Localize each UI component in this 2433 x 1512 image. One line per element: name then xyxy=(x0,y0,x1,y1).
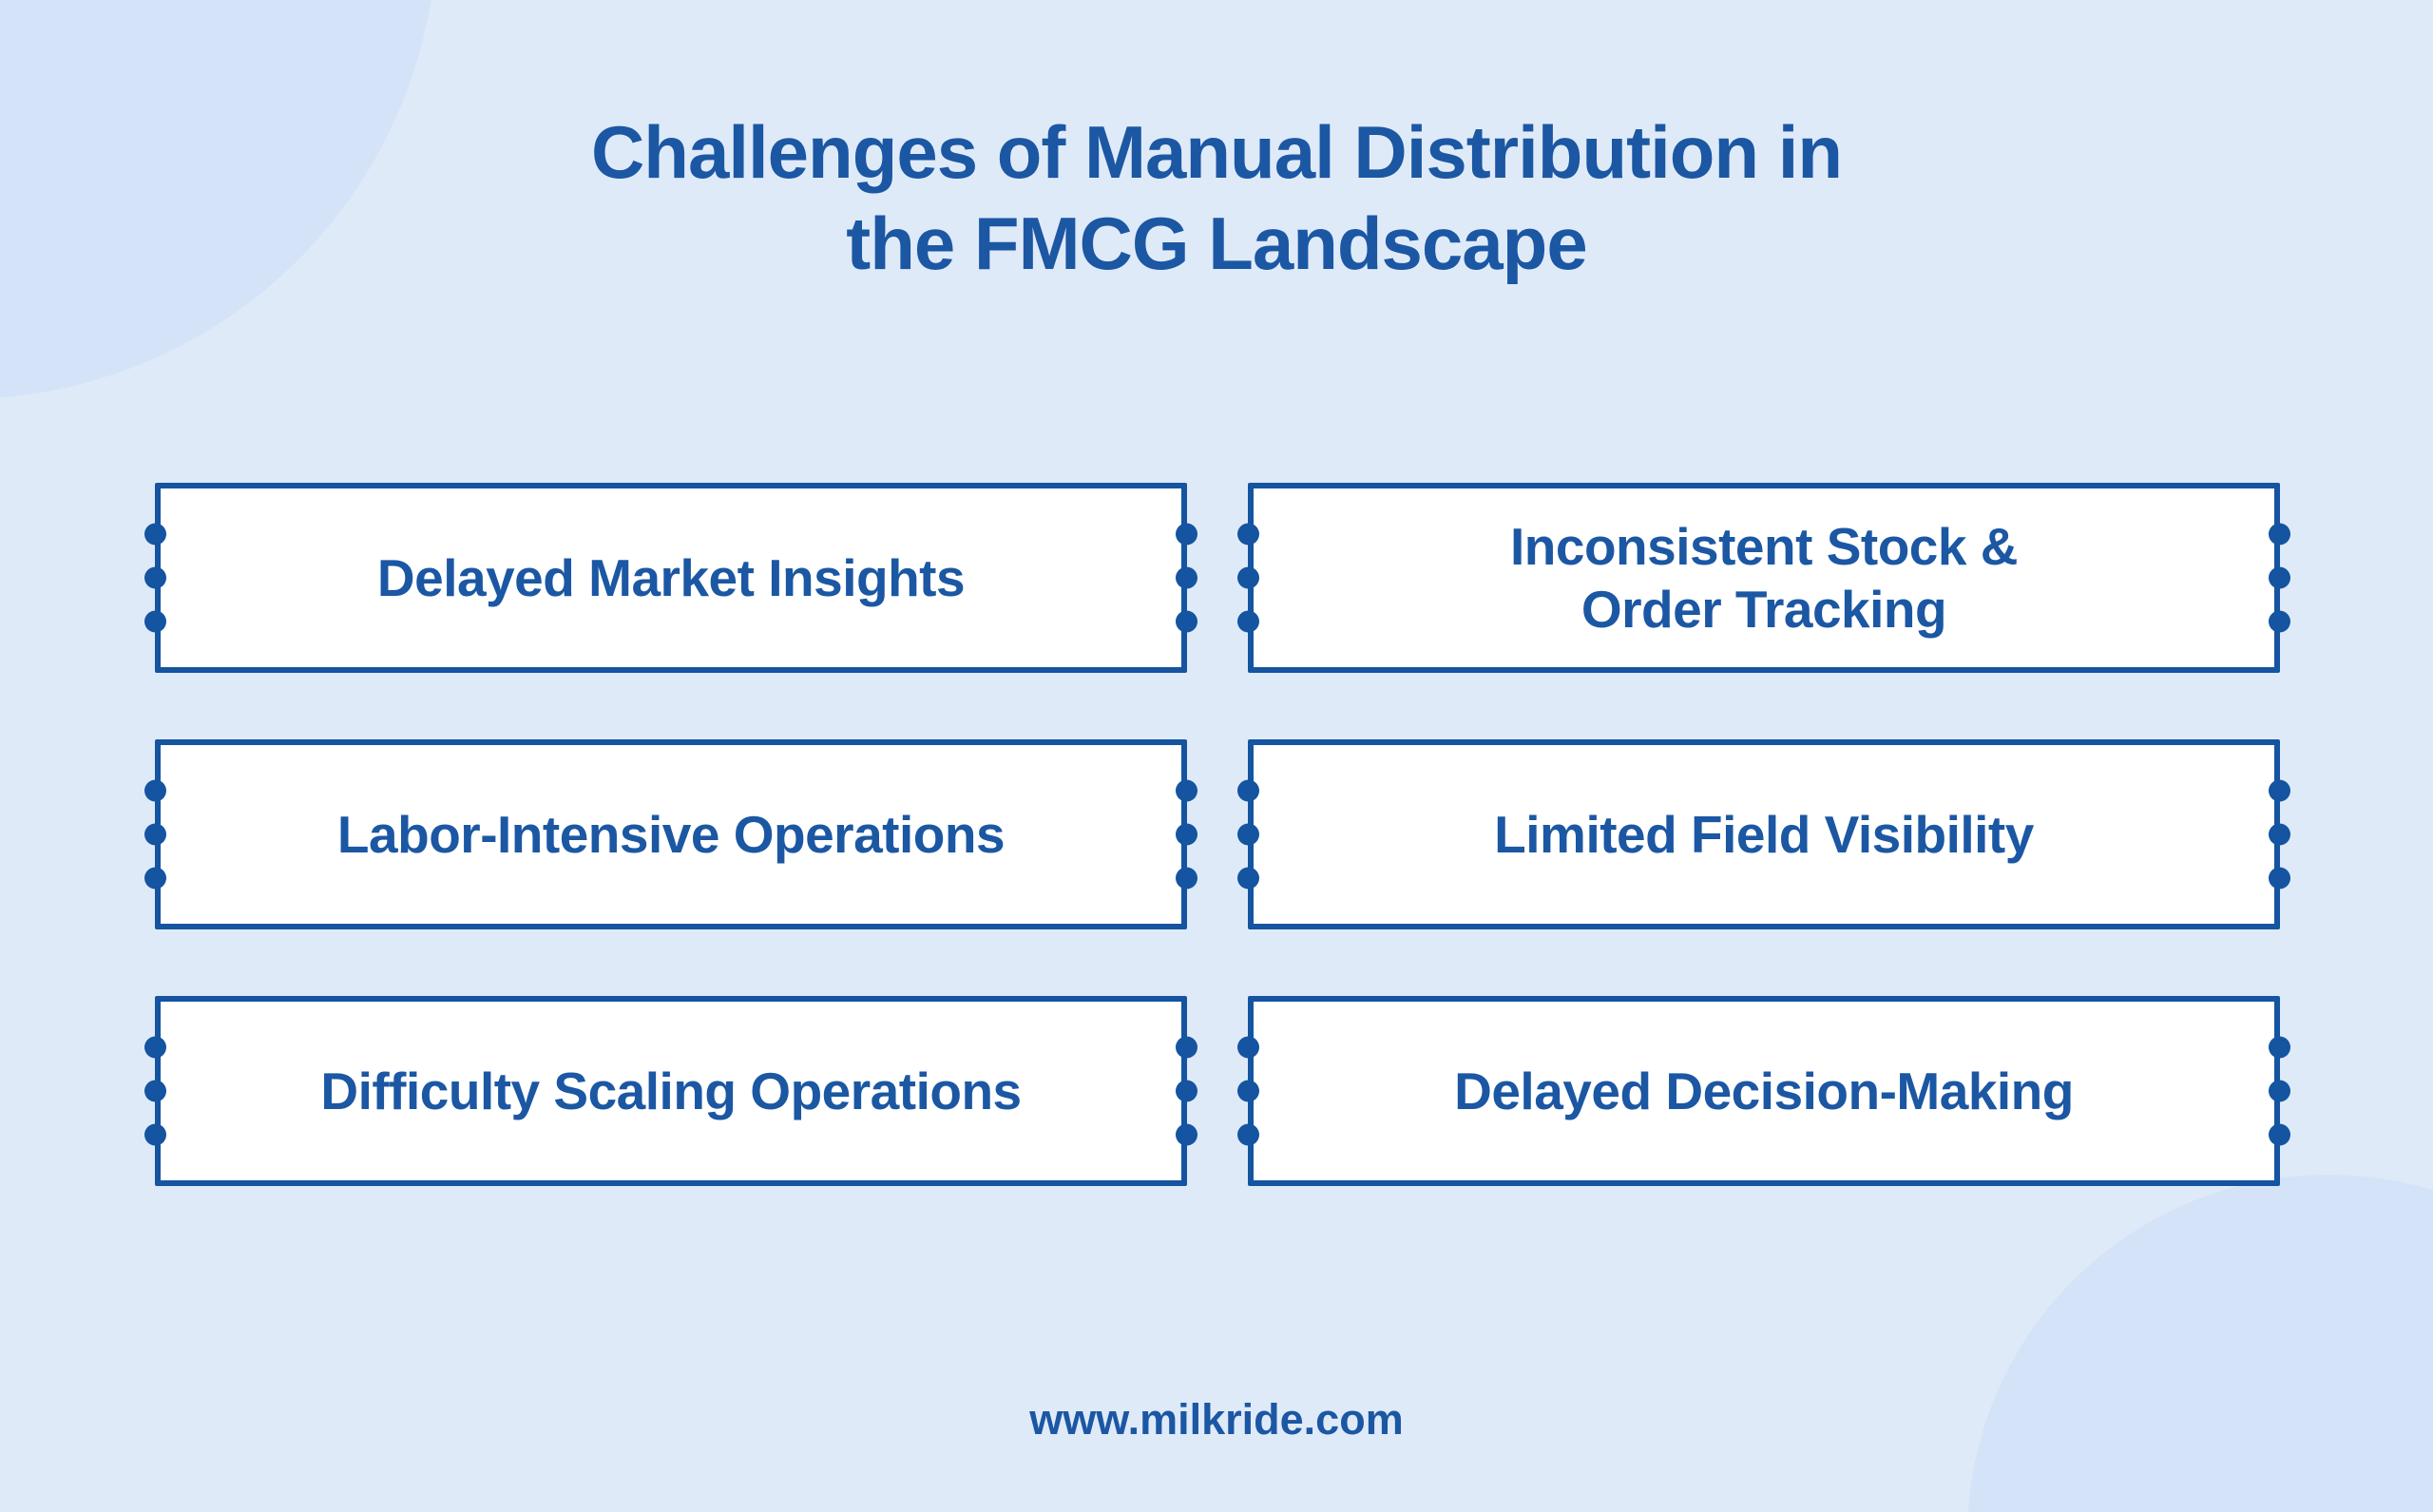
card-label: Delayed Decision-Making xyxy=(1454,1062,2074,1120)
dot-decoration-left xyxy=(144,1036,166,1146)
dot-decoration-right xyxy=(1176,1036,1197,1146)
page-title-line-1: Challenges of Manual Distribution in xyxy=(590,110,1843,194)
page-title: Challenges of Manual Distribution in the… xyxy=(0,106,2433,289)
dot-decoration-left xyxy=(144,523,166,633)
dot-decoration-left xyxy=(1237,523,1259,633)
card-labor-intensive-operations: Labor-Intensive Operations xyxy=(144,739,1197,929)
dot-decoration-left xyxy=(1237,779,1259,890)
card-label: Delayed Market Insights xyxy=(376,548,966,607)
card-delayed-market-insights: Delayed Market Insights xyxy=(144,483,1197,673)
card-label: Inconsistent Stock & Order Tracking xyxy=(1510,517,2018,639)
card-label: Difficulty Scaling Operations xyxy=(320,1062,1022,1120)
page-title-line-2: the FMCG Landscape xyxy=(846,201,1587,285)
dot-decoration-right xyxy=(2269,523,2290,633)
dot-decoration-left xyxy=(1237,1036,1259,1146)
card-label: Labor-Intensive Operations xyxy=(336,805,1006,864)
card-label: Limited Field Visibility xyxy=(1494,805,2034,864)
dot-decoration-right xyxy=(1176,523,1197,633)
dot-decoration-left xyxy=(144,779,166,890)
decorative-circle-bottom-right xyxy=(1967,1175,2433,1512)
card-inconsistent-stock-order-tracking: Inconsistent Stock & Order Tracking xyxy=(1237,483,2290,673)
card-limited-field-visibility: Limited Field Visibility xyxy=(1237,739,2290,929)
dot-decoration-right xyxy=(1176,779,1197,890)
dot-decoration-right xyxy=(2269,1036,2290,1146)
website-url: www.milkride.com xyxy=(1029,1395,1404,1444)
dot-decoration-right xyxy=(2269,779,2290,890)
card-difficulty-scaling-operations: Difficulty Scaling Operations xyxy=(144,996,1197,1186)
card-delayed-decision-making: Delayed Decision-Making xyxy=(1237,996,2290,1186)
